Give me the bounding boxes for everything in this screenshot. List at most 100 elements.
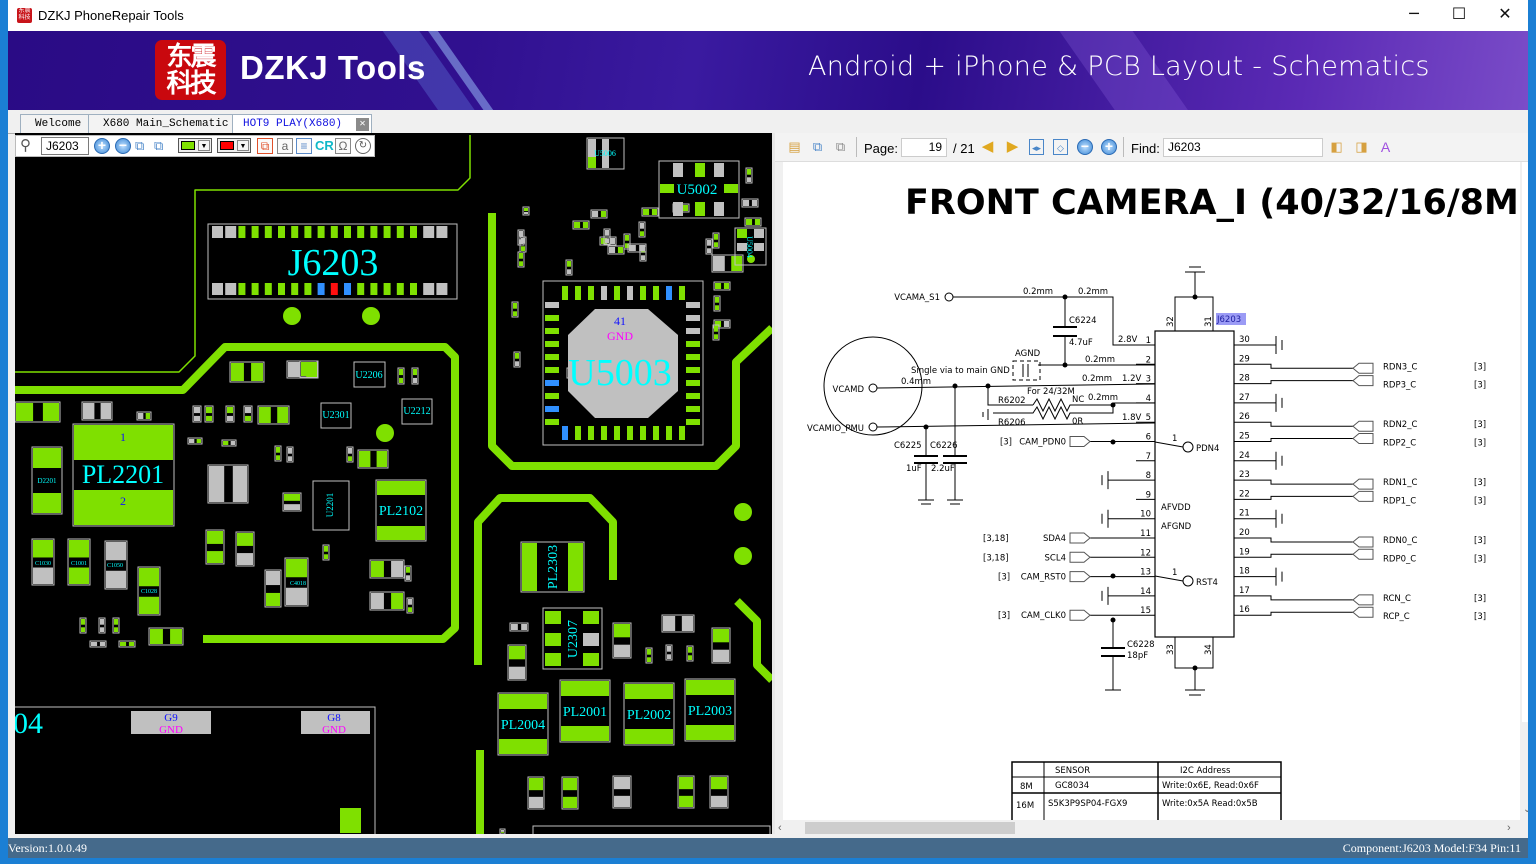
connector-pad[interactable] <box>291 283 299 295</box>
connector-pad[interactable] <box>423 226 435 238</box>
smd-component[interactable] <box>274 445 282 462</box>
test-point[interactable] <box>376 424 394 442</box>
smd-component[interactable] <box>136 411 152 421</box>
find-prev-icon[interactable]: ◧ <box>1330 139 1343 154</box>
ic-pad[interactable] <box>640 426 646 440</box>
connector-pad[interactable] <box>264 283 272 295</box>
smd-component[interactable] <box>207 464 249 504</box>
smd-component[interactable] <box>67 538 91 586</box>
g9-pad[interactable] <box>131 711 211 734</box>
page-input[interactable]: 19 <box>901 138 947 157</box>
smd-component[interactable] <box>204 405 214 423</box>
reset-icon[interactable]: ↻ <box>355 138 371 154</box>
smd-component[interactable] <box>221 439 237 447</box>
connector-pad[interactable] <box>264 226 272 238</box>
ic-pad[interactable] <box>686 393 700 399</box>
smd-component[interactable] <box>572 220 590 230</box>
j6203-outline[interactable] <box>207 223 458 300</box>
connector-pad[interactable] <box>344 226 351 238</box>
ic-pad[interactable] <box>666 286 672 300</box>
smd-component[interactable] <box>623 233 631 250</box>
find-input[interactable]: J6203 <box>1163 138 1323 157</box>
ic-pad[interactable] <box>601 426 607 440</box>
scroll-thumb[interactable] <box>805 822 1015 834</box>
connector-pad[interactable] <box>344 283 351 295</box>
connector-pad[interactable] <box>357 226 365 238</box>
smd-component[interactable] <box>712 232 720 249</box>
document-icon[interactable]: ▤ <box>788 139 801 154</box>
smd-component[interactable] <box>713 281 731 291</box>
rotate-left-icon[interactable]: ⧉ <box>154 138 164 153</box>
smd-component[interactable] <box>31 538 55 586</box>
tab-main-schematic[interactable]: X680 Main_Schematic <box>88 114 234 134</box>
ic-pad[interactable] <box>545 302 559 308</box>
ic-pad[interactable] <box>545 406 559 412</box>
smd-component[interactable] <box>513 351 521 368</box>
ic-pad[interactable] <box>686 406 700 412</box>
ic-pad[interactable] <box>601 286 607 300</box>
connector-pad[interactable] <box>383 283 391 295</box>
viewer-zoom-out-button[interactable]: − <box>1077 139 1093 155</box>
smd-component[interactable] <box>712 324 720 341</box>
ic-pad[interactable] <box>666 426 672 440</box>
font-options-icon[interactable]: A <box>1380 139 1391 155</box>
ic-pad[interactable] <box>614 426 620 440</box>
minimize-button[interactable]: ─ <box>1409 4 1419 23</box>
pl2201-outline[interactable] <box>72 423 175 527</box>
vertical-scrollbar[interactable]: ⌄ <box>1520 162 1528 820</box>
smd-component[interactable] <box>225 405 235 423</box>
smd-component[interactable] <box>282 492 302 512</box>
smd-component[interactable] <box>713 319 731 329</box>
connector-pad[interactable] <box>383 226 391 238</box>
ic-pad[interactable] <box>686 328 700 334</box>
smd-component[interactable] <box>713 295 721 312</box>
smd-component[interactable] <box>527 776 545 810</box>
g8-pad[interactable] <box>301 711 370 734</box>
ic-pad[interactable] <box>679 426 685 440</box>
scroll-down-icon[interactable]: ⌄ <box>1523 804 1528 815</box>
smd-component[interactable] <box>612 622 632 659</box>
ic-pad[interactable] <box>686 419 700 425</box>
smd-component[interactable] <box>369 591 405 611</box>
tab-close-button[interactable]: ✕ <box>356 118 369 131</box>
smd-component[interactable] <box>599 236 617 246</box>
smd-component[interactable] <box>509 622 529 632</box>
omega-button[interactable]: Ω <box>335 138 351 154</box>
panel-icon[interactable]: ≡ <box>296 138 312 154</box>
smd-component[interactable] <box>98 617 106 634</box>
ic-pad[interactable] <box>545 354 559 360</box>
pl2003-outline[interactable] <box>684 678 736 742</box>
connector-pad[interactable] <box>317 226 325 238</box>
scroll-right-icon[interactable]: › <box>1507 822 1511 834</box>
ic-pad[interactable] <box>686 302 700 308</box>
test-point[interactable] <box>283 307 301 325</box>
smd-component[interactable] <box>89 640 107 648</box>
scroll-left-icon[interactable]: ‹ <box>778 822 782 834</box>
test-point[interactable] <box>362 307 380 325</box>
smd-component[interactable] <box>286 446 294 463</box>
ic-pad[interactable] <box>545 367 559 373</box>
text-toggle-icon[interactable]: a <box>277 138 293 154</box>
ic-pad[interactable] <box>653 426 659 440</box>
smd-component[interactable] <box>686 645 694 662</box>
smd-component[interactable] <box>104 540 128 590</box>
smd-component[interactable] <box>561 776 579 810</box>
schematic-page[interactable]: FRONT CAMERA_I (40/32/16/8M) <box>783 162 1520 820</box>
smd-component[interactable] <box>603 228 611 245</box>
tab-hot9-play[interactable]: HOT9 PLAY(X680) ✕ <box>232 114 372 134</box>
smd-component[interactable] <box>257 405 290 425</box>
fit-page-icon[interactable]: ◇ <box>1053 139 1068 155</box>
smd-component[interactable] <box>205 529 225 565</box>
ic-pad[interactable] <box>545 419 559 425</box>
u5003-outline[interactable] <box>542 280 704 446</box>
ic-pad[interactable] <box>686 315 700 321</box>
smd-component[interactable] <box>519 236 527 253</box>
connector-pad[interactable] <box>291 226 299 238</box>
smd-component[interactable] <box>411 367 419 385</box>
connector-pad[interactable] <box>251 226 259 238</box>
next-page-icon[interactable]: ▶ <box>1006 138 1019 155</box>
ic-pad[interactable] <box>627 426 633 440</box>
smd-component[interactable] <box>264 569 282 608</box>
smd-component[interactable] <box>79 617 87 634</box>
connector-pad[interactable] <box>410 226 417 238</box>
